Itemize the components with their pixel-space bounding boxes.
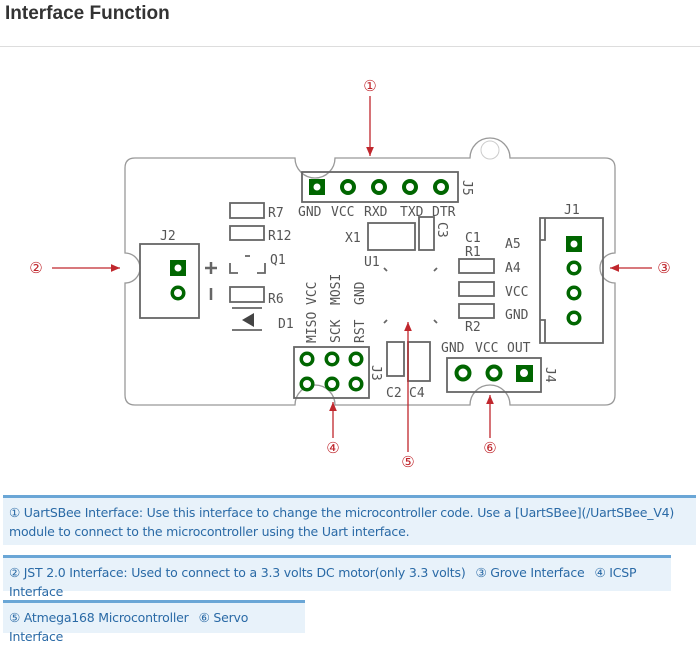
- icsp-label: MISO: [305, 312, 320, 343]
- j5-pin-label: GND: [298, 205, 322, 220]
- c3: [418, 216, 435, 251]
- c4-label: C4: [409, 386, 425, 401]
- j4-pin-label: GND: [441, 341, 465, 356]
- j5-header: [301, 171, 459, 203]
- c1-label: C1: [465, 231, 481, 246]
- j1-pin-label: A5: [505, 237, 521, 252]
- j4-pin-label: OUT: [507, 341, 531, 356]
- j3-label: J3: [368, 365, 383, 381]
- q1-label: Q1: [270, 253, 286, 268]
- note-text: ③ Grove Interface: [475, 565, 585, 580]
- j1-pin-label: VCC: [505, 285, 528, 300]
- x1: [367, 222, 416, 251]
- r7: [229, 202, 265, 219]
- icsp-label: SCK: [329, 319, 344, 343]
- j5-label: J5: [459, 180, 474, 196]
- note-uartsbee: ① UartSBee Interface: Use this interface…: [3, 495, 696, 545]
- r6-label: R6: [268, 292, 284, 307]
- note-text: ⑤ Atmega168 Microcontroller: [9, 610, 189, 625]
- callout-5: ⑤: [401, 453, 414, 471]
- j1-pin-label: A4: [505, 261, 521, 276]
- board-outline: [124, 137, 616, 406]
- j4-pin-label: VCC: [475, 341, 498, 356]
- icsp-label: MOSI: [329, 274, 344, 305]
- icsp-label: RST: [353, 319, 368, 343]
- j1-connector: [539, 217, 604, 344]
- callout-6: ⑥: [483, 439, 496, 457]
- c2-label: C2: [386, 386, 402, 401]
- j2-connector: [139, 243, 200, 319]
- r1-label: R1: [465, 245, 481, 260]
- d1-label: D1: [278, 317, 294, 332]
- j5-pin-label: VCC: [331, 205, 354, 220]
- c2: [386, 341, 405, 377]
- callout-1: ①: [363, 77, 376, 95]
- x1-label: X1: [345, 231, 361, 246]
- r7-label: R7: [268, 206, 284, 221]
- j1-label: J1: [564, 203, 580, 218]
- j5-pin-label: RXD: [364, 205, 388, 220]
- r12-label: R12: [268, 229, 291, 244]
- note-row-2: ② JST 2.0 Interface: Used to connect to …: [3, 555, 671, 599]
- q1: [229, 255, 266, 274]
- icsp-label: GND: [353, 281, 368, 305]
- r6: [229, 286, 265, 303]
- j4-header: [446, 357, 542, 393]
- callout-3: ③: [657, 259, 670, 277]
- section-title: Interface Function: [5, 3, 170, 24]
- r2-label: R2: [465, 320, 481, 335]
- j1-pin-label: GND: [505, 308, 529, 323]
- divider: [0, 46, 700, 47]
- note-text: ① UartSBee Interface: Use this interface…: [9, 505, 675, 539]
- note-text: ② JST 2.0 Interface: Used to connect to …: [9, 565, 466, 580]
- callout-2: ②: [29, 259, 42, 277]
- j2-label: J2: [160, 229, 176, 244]
- j5-pin-label: TXD: [400, 205, 424, 220]
- j5-pin-label: DTR: [432, 205, 456, 220]
- icsp-label: VCC: [305, 282, 320, 305]
- r12: [229, 225, 265, 241]
- j4-label: J4: [542, 367, 557, 383]
- j3-header: [293, 346, 370, 399]
- note-text: ④ ICSP Interface: [9, 565, 637, 599]
- interface-diagram: GND VCC RXD TXD DTR J5 R7 R12 Q1 R6 D1 J…: [29, 77, 670, 471]
- u1-label: U1: [364, 255, 380, 270]
- c3-label: C3: [434, 222, 449, 238]
- callout-4: ④: [326, 439, 339, 457]
